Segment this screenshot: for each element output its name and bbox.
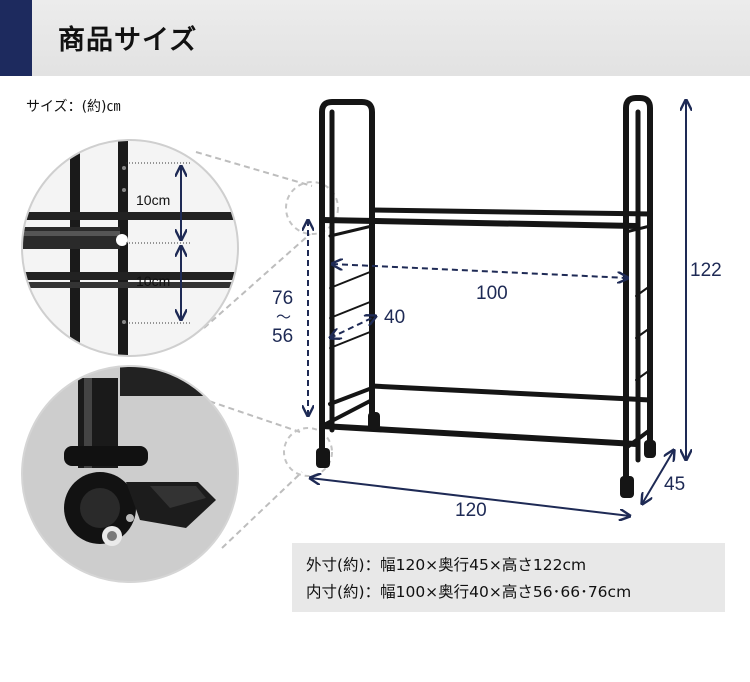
- dim-height-total: 122: [690, 260, 722, 281]
- dim-step-lower: 10cm: [136, 273, 171, 289]
- dim-inner-height-max: 76: [272, 288, 294, 309]
- dim-inner-height-tilde: ～: [276, 309, 292, 326]
- dim-width-outer: 120: [455, 500, 487, 521]
- zoom-connector-lines: [195, 151, 313, 549]
- dimension-arrows: [308, 100, 686, 516]
- dim-depth-outer: 45: [664, 474, 686, 495]
- spec-outer-dimensions: 外寸(約)：幅120×奥行45×高さ122cm: [306, 556, 587, 574]
- size-unit-label: サイズ：(約)㎝: [26, 99, 121, 115]
- spec-box: 外寸(約)：幅120×奥行45×高さ122cm 内寸(約)：幅100×奥行40×…: [292, 543, 725, 612]
- dim-inner-height-min: 56: [272, 326, 294, 347]
- spec-inner-dimensions: 内寸(約)：幅100×奥行40×高さ56･66･76cm: [306, 583, 632, 601]
- detail-marker-caster: [283, 427, 333, 477]
- header-accent-bar: [0, 0, 32, 76]
- zoom-circle-caster: [21, 365, 239, 583]
- page-header: 商品サイズ: [0, 0, 750, 76]
- zoom-circle-height-steps: [21, 139, 239, 357]
- dim-width-inner: 100: [476, 283, 508, 304]
- page-title: 商品サイズ: [58, 25, 198, 56]
- dim-step-upper: 10cm: [136, 192, 171, 208]
- tire-rack-frame: [319, 95, 653, 479]
- dim-depth-inner: 40: [384, 307, 406, 328]
